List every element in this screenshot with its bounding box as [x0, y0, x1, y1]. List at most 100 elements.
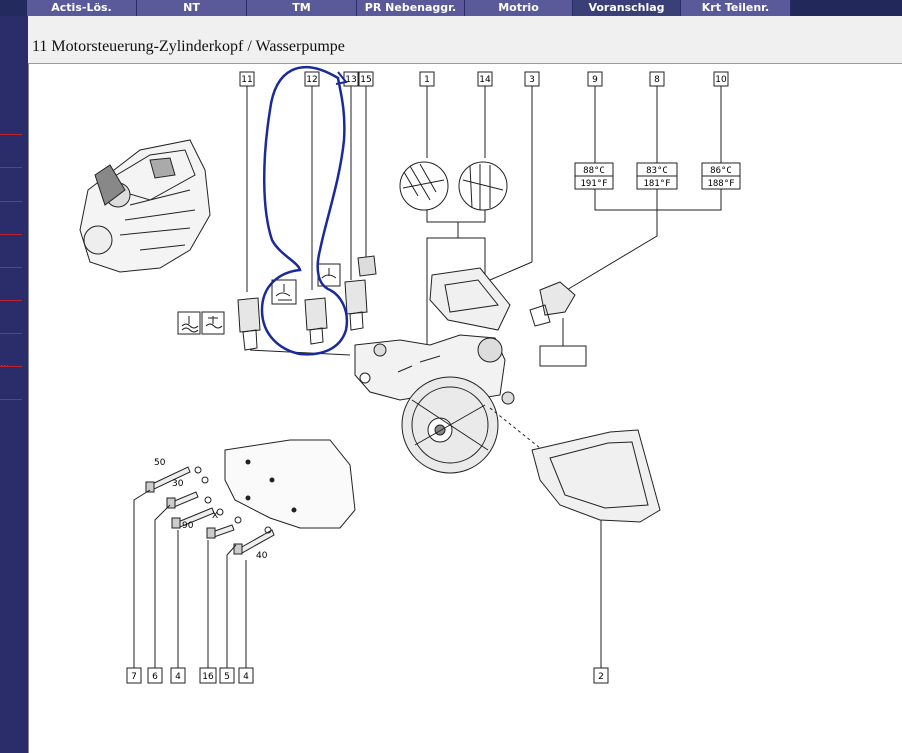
- bolt-length-label: X: [212, 511, 218, 521]
- svg-text:2: 2: [598, 672, 604, 682]
- svg-text:1: 1: [424, 75, 430, 85]
- callout-3[interactable]: 3: [524, 71, 540, 87]
- thermostat-detail-1: [399, 161, 449, 211]
- tab-bar: Actis-Lös. NT TM PR Nebenaggr. Motrio Vo…: [0, 0, 902, 16]
- timing-cover-part: [224, 439, 356, 529]
- sidebar-marker[interactable]: [0, 399, 22, 400]
- svg-text:188°F: 188°F: [707, 179, 734, 189]
- svg-text:4: 4: [243, 672, 249, 682]
- annotation-arrow-icon: [335, 71, 348, 85]
- svg-text:3: 3: [529, 75, 535, 85]
- callout-2[interactable]: 2: [593, 667, 609, 684]
- callout-6[interactable]: 6: [147, 667, 163, 684]
- callout-10[interactable]: 10: [713, 71, 729, 87]
- callouts-top: 11 12 13 15 1 14 3 9 8 10: [239, 71, 729, 87]
- svg-text:11: 11: [241, 75, 252, 85]
- temperature-labels: 88°C 191°F 83°C 181°F 86°C 188°F: [574, 162, 741, 190]
- temperature-sensor-11: [237, 297, 261, 351]
- callout-1[interactable]: 1: [419, 71, 435, 87]
- warning-lamp-symbol-icon: [271, 279, 297, 305]
- svg-text:6: 6: [152, 672, 158, 682]
- callout-4-second[interactable]: 4: [238, 667, 254, 684]
- tab-pr-nebenaggr[interactable]: PR Nebenaggr.: [357, 0, 465, 16]
- svg-text:5: 5: [224, 672, 230, 682]
- svg-text:13: 13: [345, 75, 356, 85]
- svg-text:9: 9: [592, 75, 598, 85]
- sidebar-marker[interactable]: [0, 366, 22, 367]
- sidebar-marker[interactable]: [0, 201, 22, 202]
- svg-text:10: 10: [715, 75, 727, 85]
- empty-callout-box: [539, 345, 587, 367]
- svg-text:15: 15: [360, 75, 371, 85]
- bolt-16: [206, 524, 235, 539]
- callout-11[interactable]: 11: [239, 71, 255, 87]
- callout-14[interactable]: 14: [477, 71, 493, 87]
- tab-nt[interactable]: NT: [137, 0, 247, 16]
- hand-drawn-annotation: [260, 66, 349, 356]
- callout-leaders-top: [246, 86, 722, 345]
- svg-text:12: 12: [306, 75, 317, 85]
- sidebar-marker[interactable]: [0, 167, 22, 168]
- left-sidebar: ...: [0, 16, 28, 753]
- sidebar-more[interactable]: ...: [0, 358, 10, 370]
- tab-tm[interactable]: TM: [247, 0, 357, 16]
- callout-5[interactable]: 5: [219, 667, 235, 684]
- gasket-part: [429, 267, 511, 331]
- sidebar-marker[interactable]: [0, 234, 22, 235]
- callout-7[interactable]: 7: [126, 667, 142, 684]
- thermostat-detail-2: [458, 161, 508, 211]
- engine-thumbnail: [79, 139, 211, 273]
- sensor-plug-15: [357, 255, 377, 277]
- temperature-box-10: 86°C 188°F: [701, 162, 741, 190]
- svg-text:83°C: 83°C: [646, 166, 668, 176]
- bolt-length-labels: 50 30 90 X 40: [154, 458, 268, 561]
- sidebar-marker[interactable]: [0, 300, 22, 301]
- callouts-bottom: 7 6 4 16 5 4 2: [126, 667, 609, 684]
- svg-text:88°C: 88°C: [583, 166, 605, 176]
- svg-text:191°F: 191°F: [580, 179, 607, 189]
- bolt-4: [171, 507, 215, 529]
- sidebar-marker[interactable]: [0, 333, 22, 334]
- leader-line: [489, 407, 546, 453]
- sidebar-marker[interactable]: [0, 267, 22, 268]
- svg-text:8: 8: [654, 75, 660, 85]
- svg-text:86°C: 86°C: [710, 166, 732, 176]
- callout-12[interactable]: 12: [304, 71, 320, 87]
- content-divider: [28, 64, 29, 753]
- callout-9[interactable]: 9: [587, 71, 603, 87]
- bolt-length-label: 30: [172, 479, 184, 489]
- callout-15[interactable]: 15: [358, 71, 374, 87]
- callout-leaders-bottom: [133, 489, 247, 668]
- gasket-part: [444, 279, 499, 313]
- page-title: 11 Motorsteuerung-Zylinderkopf / Wasserp…: [32, 38, 345, 55]
- pump-gasket-part: [531, 429, 661, 523]
- tab-actis-loes[interactable]: Actis-Lös.: [27, 0, 137, 16]
- temperature-box-8: 83°C 181°F: [636, 162, 678, 190]
- leader-line: [249, 349, 351, 356]
- bolt-7: [145, 466, 191, 493]
- bolt-6: [166, 491, 199, 509]
- callout-8[interactable]: 8: [649, 71, 665, 87]
- temperature-sensor-12: [304, 297, 328, 345]
- bolt-length-label: 40: [256, 551, 268, 561]
- svg-text:181°F: 181°F: [643, 179, 670, 189]
- title-bar: 11 Motorsteuerung-Zylinderkopf / Wasserp…: [28, 16, 902, 64]
- svg-text:7: 7: [131, 672, 137, 682]
- tab-motrio[interactable]: Motrio: [465, 0, 573, 16]
- bolt-5: [233, 529, 275, 555]
- thermostat-part: [529, 281, 576, 327]
- washers: [194, 466, 272, 534]
- callout-16[interactable]: 16: [199, 667, 217, 684]
- sidebar-marker[interactable]: [0, 134, 22, 135]
- callout-4[interactable]: 4: [170, 667, 186, 684]
- coolant-temp-symbol-icon: [177, 311, 225, 335]
- temperature-box-9: 88°C 191°F: [574, 162, 614, 190]
- svg-text:4: 4: [175, 672, 181, 682]
- temperature-sensor-13: [344, 279, 368, 331]
- tab-voranschlag[interactable]: Voranschlag: [573, 0, 681, 16]
- svg-text:16: 16: [202, 672, 214, 682]
- tab-krt-teilenr[interactable]: Krt Teilenr.: [681, 0, 791, 16]
- callout-13[interactable]: 13: [343, 71, 359, 87]
- tab-bar-filler: [791, 0, 902, 16]
- bolt-length-label: 50: [154, 458, 166, 468]
